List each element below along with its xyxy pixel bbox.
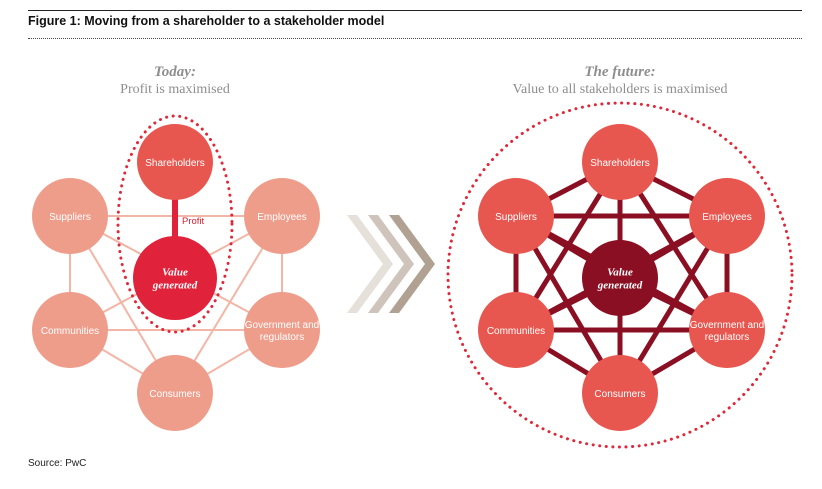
- future-node-shareholders-label: Shareholders: [590, 158, 649, 169]
- future-node-communities-circle: [478, 292, 554, 368]
- future-value-boundary: [446, 101, 794, 449]
- today-node-employees: Employees: [244, 178, 320, 254]
- future-heading: The future:: [584, 64, 655, 80]
- today-node-shareholders-circle: [137, 124, 213, 200]
- future-node-government-label: regulators: [705, 332, 749, 343]
- future-node-consumers-label: Consumers: [594, 389, 645, 400]
- today-node-employees-label: Employees: [257, 212, 306, 223]
- future-node-consumers-circle: [582, 355, 658, 431]
- future-node-consumers: Consumers: [582, 355, 658, 431]
- today-node-suppliers-circle: [32, 178, 108, 254]
- figure-title: Figure 1: Moving from a shareholder to a…: [28, 14, 385, 28]
- today-node-communities-circle: [32, 292, 108, 368]
- today-node-consumers-label: Consumers: [149, 389, 200, 400]
- today-node-shareholders: Shareholders: [137, 124, 213, 200]
- chevron-2-icon: [368, 215, 414, 313]
- future-value-generated-label: generated: [597, 280, 643, 292]
- today-node-employees-circle: [244, 178, 320, 254]
- future-node-government-label: Government and: [690, 320, 765, 331]
- today-value-generated-circle: [133, 236, 217, 320]
- today-value-generated-label: generated: [152, 280, 198, 292]
- top-rule: [28, 10, 802, 11]
- transition-arrow: [347, 215, 435, 313]
- future-node-suppliers: Suppliers: [478, 178, 554, 254]
- today-node-shareholders-label: Shareholders: [145, 158, 204, 169]
- future-node-shareholders: Shareholders: [582, 124, 658, 200]
- today-node-government-label: regulators: [260, 332, 304, 343]
- future-node-suppliers-circle: [478, 178, 554, 254]
- today-node-government-circle: [244, 292, 320, 368]
- future-node-communities: Communities: [478, 292, 554, 368]
- profit-label: Profit: [182, 216, 205, 227]
- future-node-shareholders-circle: [582, 124, 658, 200]
- today-node-communities: Communities: [32, 292, 108, 368]
- future-node-employees-circle: [689, 178, 765, 254]
- chevron-1-icon: [347, 215, 393, 313]
- future-node-employees-label: Employees: [702, 212, 751, 223]
- future-value-generated-circle: [582, 240, 658, 316]
- today-node-suppliers-label: Suppliers: [49, 212, 91, 223]
- today-profit-boundary: [116, 114, 234, 334]
- today-heading: Today:: [154, 64, 196, 80]
- future-node-government-circle: [689, 292, 765, 368]
- chevron-3-icon: [389, 215, 435, 313]
- future-subheading: Value to all stakeholders is maximised: [512, 82, 727, 97]
- future-node-suppliers-label: Suppliers: [495, 212, 537, 223]
- future-node-employees: Employees: [689, 178, 765, 254]
- today-node-suppliers: Suppliers: [32, 178, 108, 254]
- source-note: Source: PwC: [28, 458, 87, 469]
- future-value-generated-label: Value: [607, 267, 633, 279]
- future-node-communities-label: Communities: [487, 326, 545, 337]
- dotted-divider: [28, 38, 802, 39]
- today-node-consumers-circle: [137, 355, 213, 431]
- today-node-consumers: Consumers: [137, 355, 213, 431]
- today-subheading: Profit is maximised: [120, 82, 230, 97]
- today-value-generated-label: Value: [162, 267, 188, 279]
- today-node-government-label: Government and: [245, 320, 320, 331]
- today-node-communities-label: Communities: [41, 326, 99, 337]
